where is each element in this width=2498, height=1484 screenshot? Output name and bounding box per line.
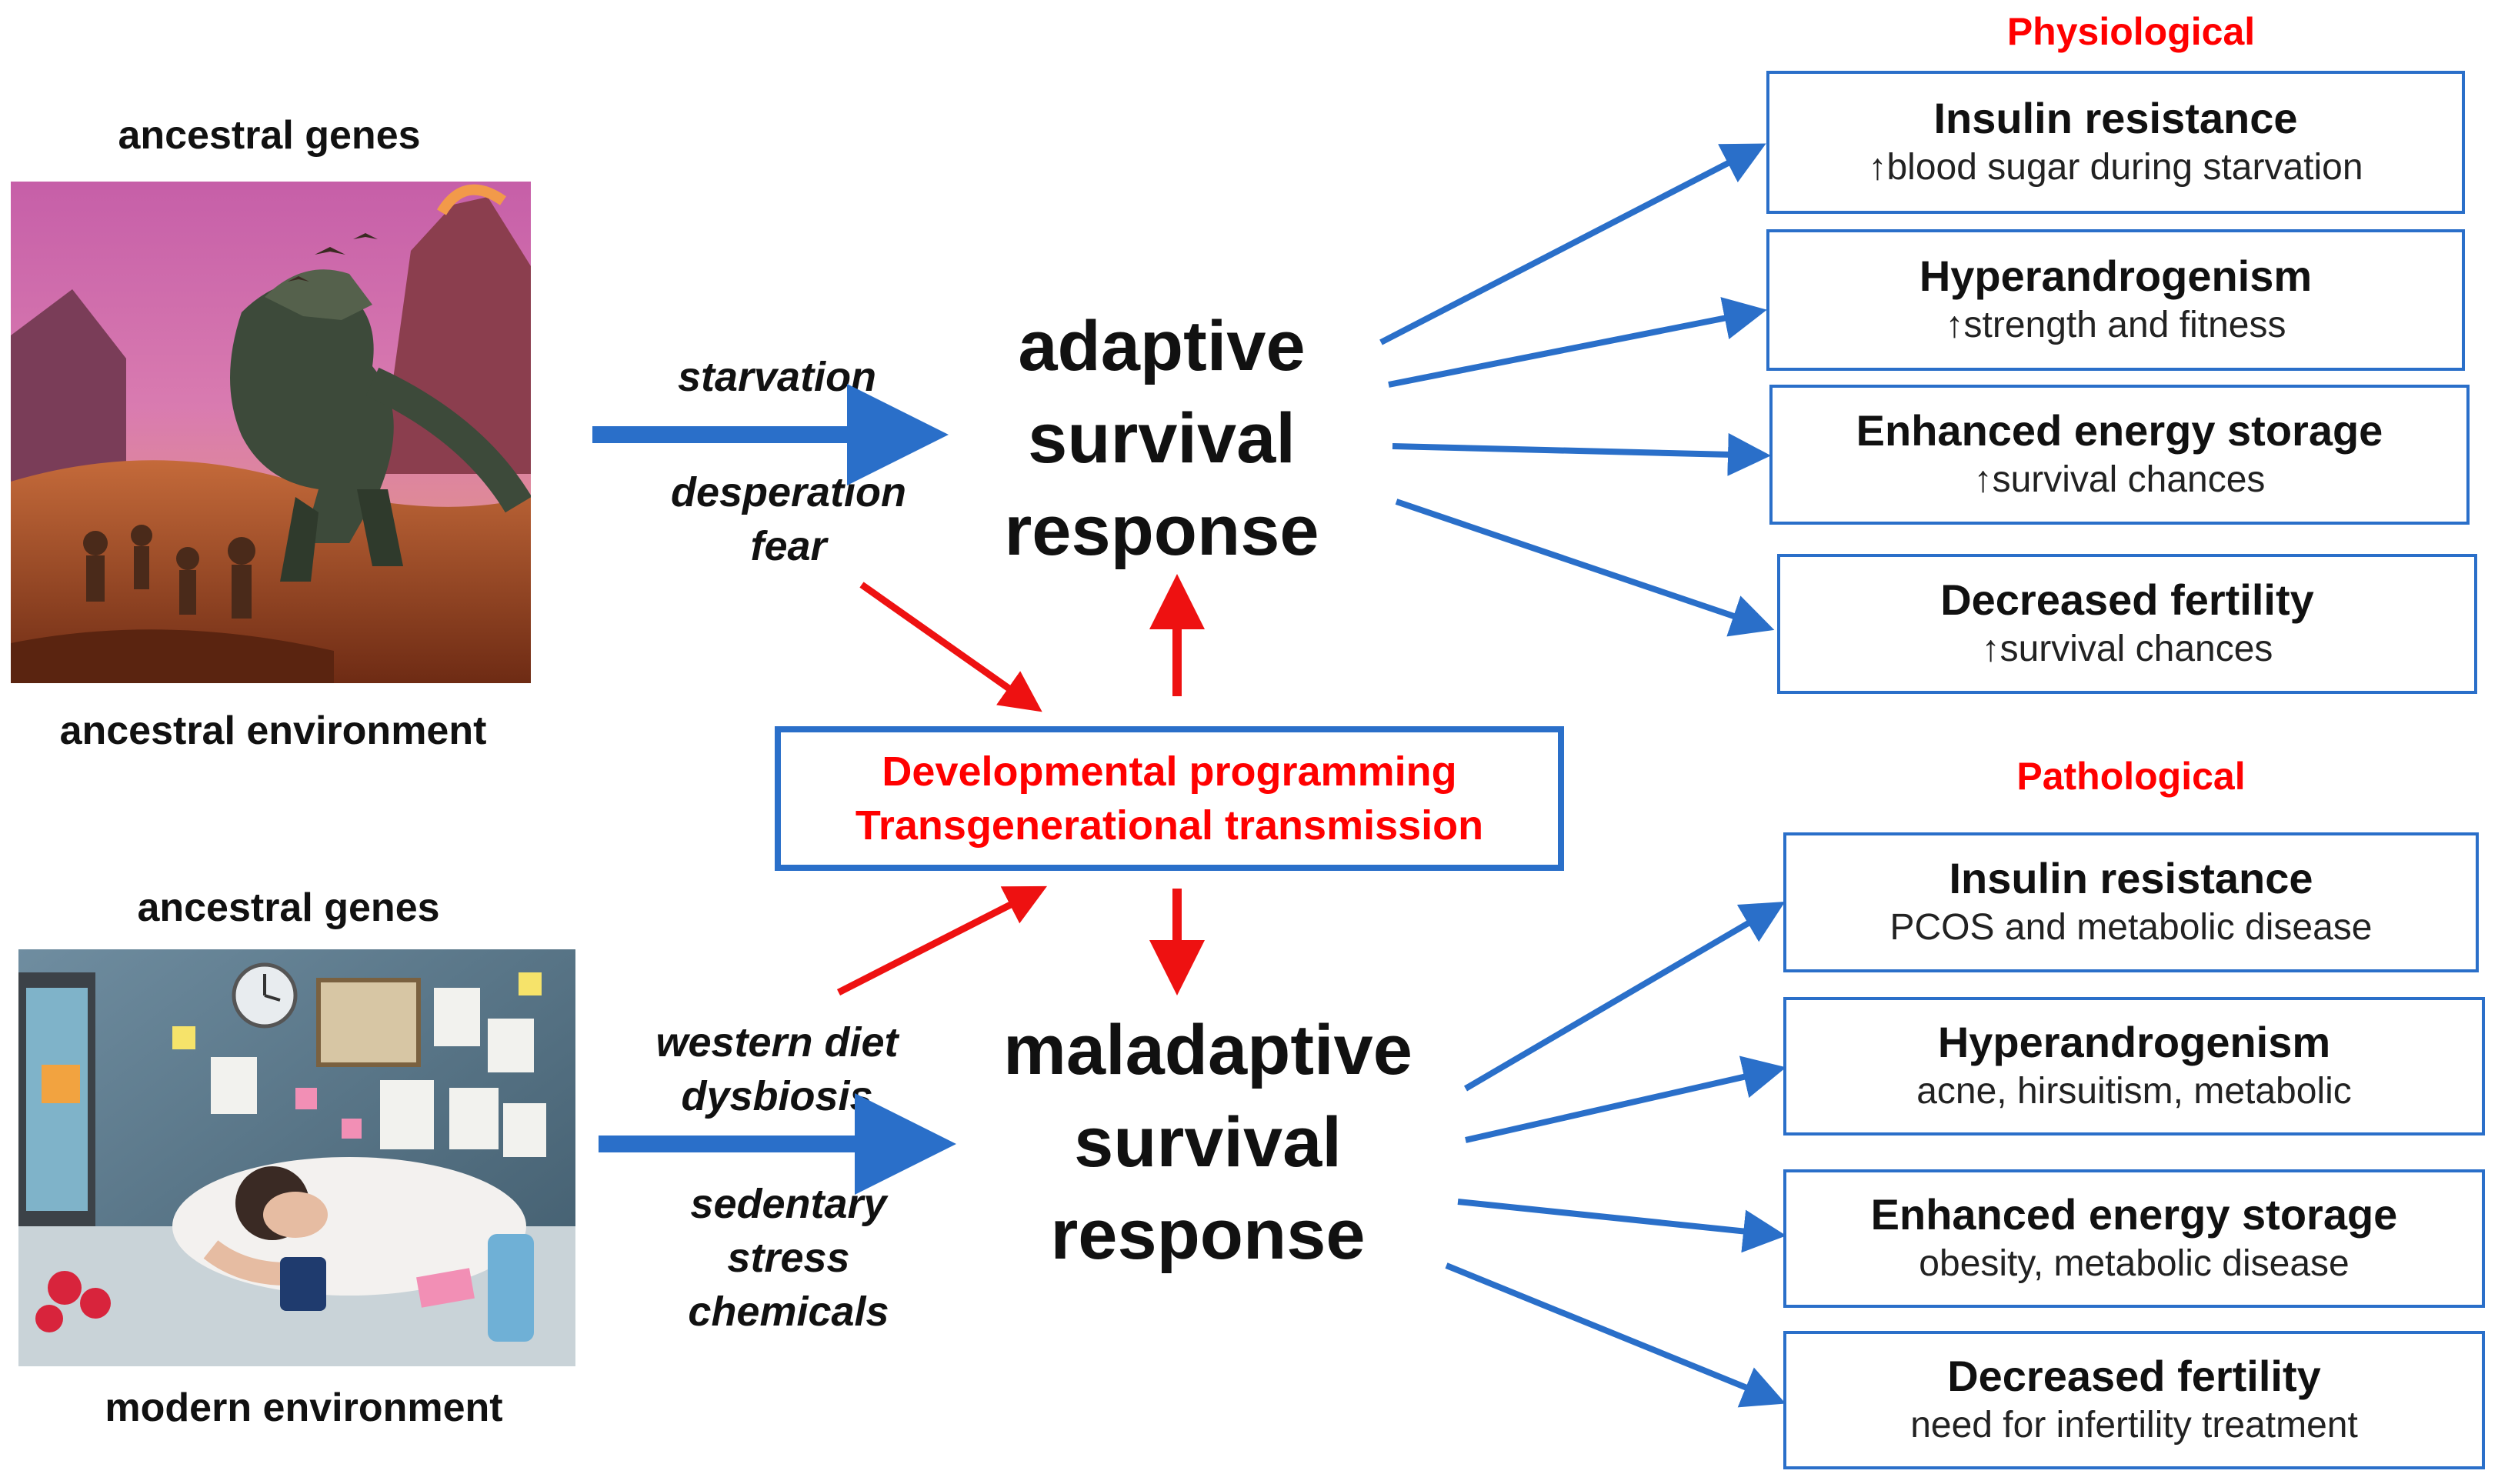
box-title: Insulin resistance — [1949, 854, 2313, 902]
developmental-programming-text: Developmental programming — [882, 749, 1457, 795]
red-arrow-diet-to-box — [836, 885, 1048, 996]
maladaptive-word: maladaptive — [1003, 1011, 1412, 1089]
survival-word: survival — [1074, 1103, 1342, 1182]
arrow-to-patho-4 — [1445, 1262, 1786, 1408]
ancestral-genes-label-bottom: ancestral genes — [137, 885, 440, 930]
arrow-to-patho-3 — [1457, 1199, 1786, 1253]
response-word: response — [1050, 1196, 1366, 1274]
patho-box-decreased-fertility: Decreased fertility need for infertility… — [1783, 1331, 2485, 1469]
box-subtitle: ↑survival chances — [1981, 629, 2273, 669]
ancestral-environment-label: ancestral environment — [59, 709, 487, 753]
fear-label: fear — [750, 523, 827, 569]
box-title: Hyperandrogenism — [1919, 252, 2313, 300]
adaptive-word: adaptive — [1018, 307, 1306, 385]
ancestral-environment-image — [11, 182, 531, 683]
box-title: Insulin resistance — [1933, 94, 2298, 142]
developmental-programming-box: Developmental programming Transgeneratio… — [775, 726, 1564, 871]
dysbiosis-label: dysbiosis — [681, 1073, 873, 1119]
box-subtitle: ↑blood sugar during starvation — [1868, 147, 2363, 188]
ancestral-genes-label-top: ancestral genes — [118, 113, 421, 158]
arrow-to-patho-1 — [1463, 901, 1786, 1092]
box-subtitle: PCOS and metabolic disease — [1889, 907, 2373, 948]
box-subtitle: need for infertility treatment — [1910, 1405, 2358, 1446]
modern-environment-label: modern environment — [105, 1386, 503, 1430]
physio-box-decreased-fertility: Decreased fertility ↑survival chances — [1777, 554, 2477, 694]
arrow-to-physio-1 — [1379, 143, 1766, 345]
maladaptive-response-title: maladaptive survival response — [954, 1004, 1462, 1281]
patho-box-insulin-resistance: Insulin resistance PCOS and metabolic di… — [1783, 832, 2479, 972]
arrow-to-patho-2 — [1465, 1055, 1786, 1143]
pathological-heading: Pathological — [2016, 755, 2246, 798]
patho-box-hyperandrogenism: Hyperandrogenism acne, hirsuitism, metab… — [1783, 997, 2485, 1136]
patho-box-energy-storage: Enhanced energy storage obesity, metabol… — [1783, 1169, 2485, 1308]
box-title: Enhanced energy storage — [1856, 406, 2383, 455]
box-subtitle: ↑strength and fitness — [1945, 305, 2286, 345]
box-title: Decreased fertility — [1947, 1352, 2321, 1400]
arrow-to-physio-2 — [1388, 297, 1767, 388]
arrow-to-physio-4 — [1395, 499, 1775, 637]
chemicals-label: chemicals — [688, 1289, 889, 1335]
box-subtitle: acne, hirsuitism, metabolic — [1916, 1071, 2352, 1112]
physio-box-insulin-resistance: Insulin resistance ↑blood sugar during s… — [1766, 71, 2465, 214]
physio-box-energy-storage: Enhanced energy storage ↑survival chance… — [1769, 385, 2470, 525]
survival-word: survival — [1028, 399, 1296, 478]
box-title: Enhanced energy storage — [1870, 1190, 2398, 1239]
arrow-to-physio-3 — [1392, 432, 1771, 476]
response-word: response — [1004, 492, 1319, 570]
sedentary-label: sedentary — [690, 1181, 887, 1227]
physio-box-hyperandrogenism: Hyperandrogenism ↑strength and fitness — [1766, 229, 2465, 371]
western-diet-label: western diet — [655, 1019, 899, 1065]
box-title: Hyperandrogenism — [1937, 1018, 2331, 1066]
box-subtitle: ↑survival chances — [1973, 459, 2266, 500]
modern-environment-image — [18, 949, 575, 1366]
transgenerational-transmission-text: Transgenerational transmission — [855, 802, 1484, 849]
stress-label: stress — [727, 1235, 850, 1281]
box-subtitle: obesity, metabolic disease — [1919, 1243, 2350, 1284]
physiological-heading: Physiological — [2006, 10, 2256, 53]
adaptive-response-title: adaptive survival response — [915, 300, 1408, 577]
box-title: Decreased fertility — [1940, 575, 2314, 624]
starvation-label: starvation — [677, 354, 877, 400]
red-arrow-fear-to-box — [859, 582, 1042, 712]
